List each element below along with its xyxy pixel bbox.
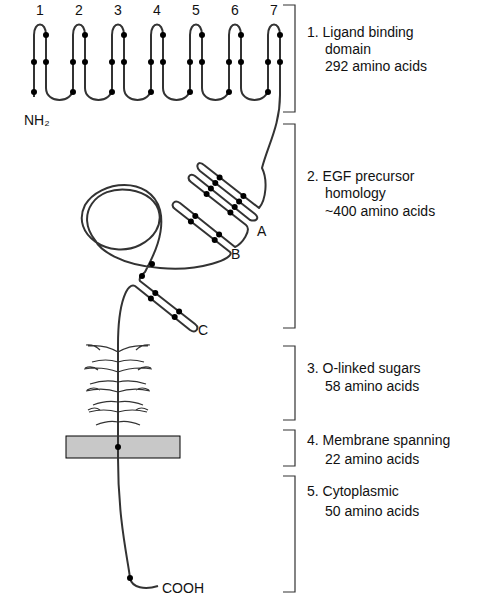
loop-number: 5 [186, 2, 206, 19]
domain-title: 4. Membrane spanning [307, 432, 450, 449]
protein-chain [34, 25, 280, 588]
domain-size: 22 amino acids [307, 451, 419, 468]
loop-number: 7 [264, 2, 284, 19]
domain-title: 5. Cytoplasmic [307, 483, 399, 500]
domain-size: ~400 amino acids [307, 203, 435, 220]
residue-dots [34, 35, 280, 578]
domain-size: 50 amino acids [307, 503, 419, 520]
loop-number: 1 [30, 2, 50, 19]
loop-number: 6 [225, 2, 245, 19]
loop-number: 2 [69, 2, 89, 19]
terminus-label: NH₂ [24, 112, 50, 129]
domain-brackets [283, 5, 295, 592]
repeat-label: C [198, 322, 208, 339]
domain-title: 1. Ligand binding domain [307, 24, 455, 58]
o-linked-sugars [84, 345, 152, 425]
repeat-label: A [257, 223, 266, 240]
loop-number: 3 [108, 2, 128, 19]
repeat-label: B [231, 246, 240, 263]
domain-title: 2. EGF precursor homology [307, 168, 455, 202]
loop-number: 4 [147, 2, 167, 19]
terminus-label: COOH [162, 580, 204, 597]
membrane-band [66, 436, 180, 458]
domain-title: 3. O-linked sugars [307, 360, 421, 377]
domain-size: 292 amino acids [307, 58, 427, 75]
domain-size: 58 amino acids [307, 378, 419, 395]
